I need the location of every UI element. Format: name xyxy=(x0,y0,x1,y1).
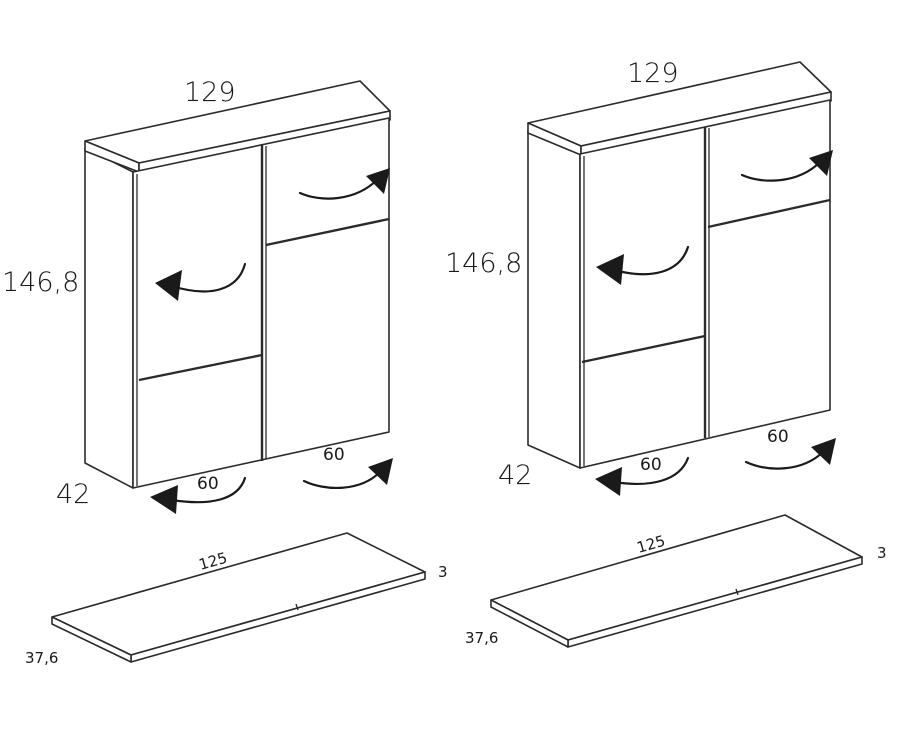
left-cabinet: 129 146,8 42 60 60 xyxy=(2,77,393,514)
right-cabinet-upper-left-arrow xyxy=(612,245,690,276)
left-cabinet-width-label: 129 xyxy=(184,77,236,108)
left-shelf-thickness-label: 3 xyxy=(438,563,448,581)
right-shelf-side-edge xyxy=(490,599,569,648)
left-cabinet-upper-right-arrowhead xyxy=(366,168,390,194)
left-cabinet-lower-left-arrowhead xyxy=(150,485,178,514)
left-cabinet-depth-label: 42 xyxy=(56,479,90,510)
left-cabinet-right-door-split xyxy=(265,217,390,247)
left-cabinet-left-door-split xyxy=(138,353,263,382)
right-cabinet: 129 146,8 42 60 60 xyxy=(445,58,836,496)
right-cabinet-top-front-edge xyxy=(580,91,832,156)
left-cabinet-door-right-label: 60 xyxy=(323,445,345,465)
left-cabinet-side xyxy=(84,147,134,489)
left-shelf-joint xyxy=(295,603,299,611)
left-cabinet-upper-left-arrow xyxy=(170,262,247,293)
right-shelf-depth-label: 37,6 xyxy=(465,629,498,647)
left-cabinet-upper-right-arrow xyxy=(298,177,380,200)
right-cabinet-lower-right-arrow xyxy=(744,450,825,470)
left-cabinet-door-left-label: 60 xyxy=(197,474,219,494)
right-cabinet-lower-left-arrowhead xyxy=(595,467,622,496)
right-shelf: 125 3 37,6 xyxy=(465,514,887,648)
right-shelf-joint xyxy=(735,588,739,596)
left-shelf-side-edge xyxy=(51,616,132,663)
right-shelf-thickness-label: 3 xyxy=(877,544,887,562)
right-cabinet-door-left-label: 60 xyxy=(640,455,662,475)
right-cabinet-side xyxy=(527,129,581,469)
left-cabinet-height-label: 146,8 xyxy=(2,267,79,298)
right-cabinet-door-right-label: 60 xyxy=(767,427,789,447)
right-cabinet-depth-label: 42 xyxy=(498,460,532,491)
right-cabinet-upper-right-arrowhead xyxy=(809,150,833,176)
right-cabinet-right-door-split xyxy=(707,198,831,229)
right-cabinet-width-label: 129 xyxy=(627,58,679,89)
right-cabinet-upper-right-arrow xyxy=(740,160,822,182)
right-cabinet-left-door-split xyxy=(581,334,706,364)
right-cabinet-upper-left-arrowhead xyxy=(596,254,624,285)
left-cabinet-lower-right-arrow xyxy=(302,470,382,490)
right-cabinet-lower-right-arrowhead xyxy=(811,438,836,465)
left-shelf: 125 3 37,6 xyxy=(25,532,448,667)
left-cabinet-upper-left-arrowhead xyxy=(155,270,182,301)
right-cabinet-height-label: 146,8 xyxy=(445,248,522,279)
right-cabinet-lower-left-arrow xyxy=(612,456,690,486)
left-cabinet-lower-left-arrow xyxy=(170,476,247,504)
left-cabinet-lower-right-arrowhead xyxy=(368,458,393,485)
left-shelf-depth-label: 37,6 xyxy=(25,649,58,667)
